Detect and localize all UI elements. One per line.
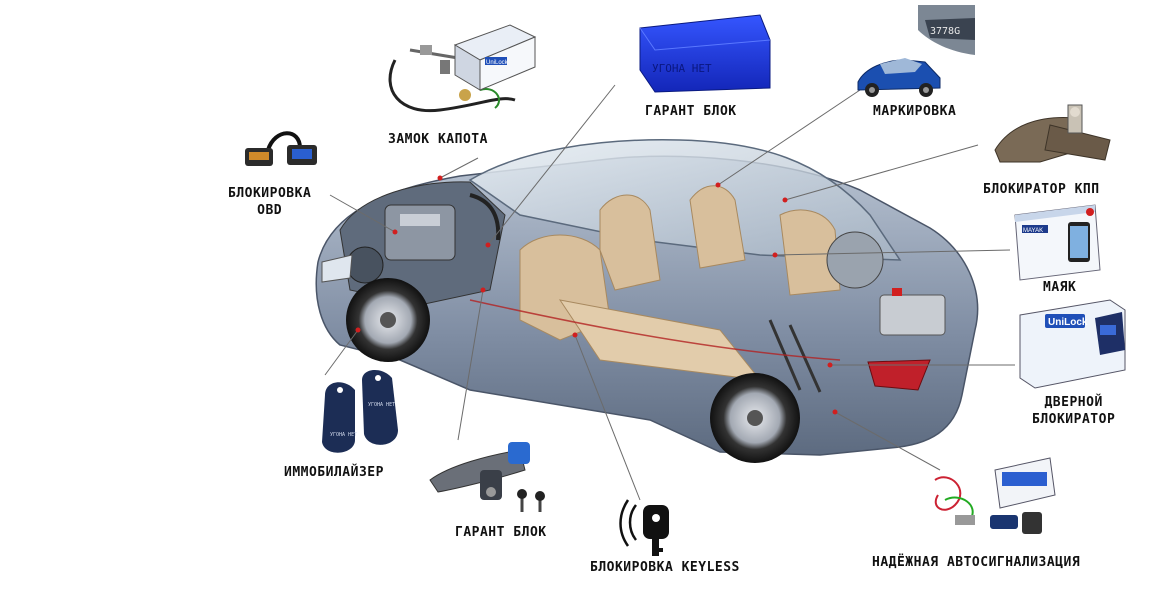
alarm-kit-image bbox=[934, 457, 1056, 534]
door-blocker-box-image: UniLock bbox=[1019, 299, 1126, 389]
label-keyless: БЛОКИРОВКА KEYLESS bbox=[590, 560, 740, 575]
label-marking: МАРКИРОВКА bbox=[873, 104, 957, 119]
obd-cable-image bbox=[245, 131, 317, 166]
marking-plate-image: 3778G bbox=[918, 5, 975, 55]
keyless-key-icon bbox=[619, 499, 669, 556]
label-beacon: МАЯК bbox=[1043, 280, 1077, 295]
car-headlight bbox=[321, 254, 353, 283]
garant-block-blue-image: УГОНА НЕТ bbox=[639, 14, 771, 93]
car-illustration bbox=[315, 139, 979, 463]
gear-lock-image bbox=[994, 104, 1111, 163]
label-door-line1: ДВЕРНОЙ bbox=[1044, 395, 1103, 410]
hood-lock-kit-image: UniLock bbox=[388, 24, 537, 113]
rear-wheel bbox=[710, 373, 800, 463]
label-hood-lock: ЗАМОК КАПОТА bbox=[388, 132, 488, 147]
label-garant-block-top: ГАРАНТ БЛОК bbox=[645, 104, 737, 119]
mayak-box-image: MAYAK bbox=[1014, 204, 1101, 281]
label-gear-lock: БЛОКИРАТОР КПП bbox=[983, 182, 1100, 197]
front-wheel bbox=[346, 278, 430, 362]
hood-lock-box-text: UniLock bbox=[486, 60, 509, 66]
car-interior bbox=[519, 185, 841, 381]
label-alarm: НАДЁЖНАЯ АВТОСИГНАЛИЗАЦИЯ bbox=[872, 555, 1081, 570]
tag-right-text: УГОНА НЕТ bbox=[368, 402, 395, 408]
label-garant-block-bottom: ГАРАНТ БЛОК bbox=[455, 525, 547, 540]
immobilizer-tags-image: УГОНА НЕТ УГОНА НЕТ bbox=[322, 369, 398, 453]
car-taillight bbox=[867, 359, 931, 391]
plate-text: 3778G bbox=[930, 26, 960, 37]
tag-left-text: УГОНА НЕТ bbox=[330, 432, 357, 438]
mayak-box-text: MAYAK bbox=[1023, 228, 1043, 234]
pointer-dots bbox=[355, 175, 838, 415]
pointer-lines bbox=[324, 84, 1015, 501]
label-immobilizer: ИММОБИЛАЙЗЕР bbox=[284, 465, 384, 480]
label-obd-line1: БЛОКИРОВКА bbox=[228, 186, 312, 201]
unilock-box-text: UniLock bbox=[1048, 317, 1088, 328]
label-obd-line2: OBD bbox=[257, 203, 283, 218]
blue-block-text: УГОНА НЕТ bbox=[652, 62, 712, 75]
label-obd: БЛОКИРОВКА OBD bbox=[228, 185, 311, 219]
label-door-line2: БЛОКИРАТОР bbox=[1032, 412, 1116, 427]
trunk-area bbox=[826, 231, 946, 336]
engine-bay bbox=[339, 181, 506, 306]
label-door-blocker: ДВЕРНОЙ БЛОКИРАТОР bbox=[1032, 394, 1115, 428]
steering-lock-image bbox=[429, 442, 545, 512]
marking-car-image bbox=[857, 58, 941, 97]
